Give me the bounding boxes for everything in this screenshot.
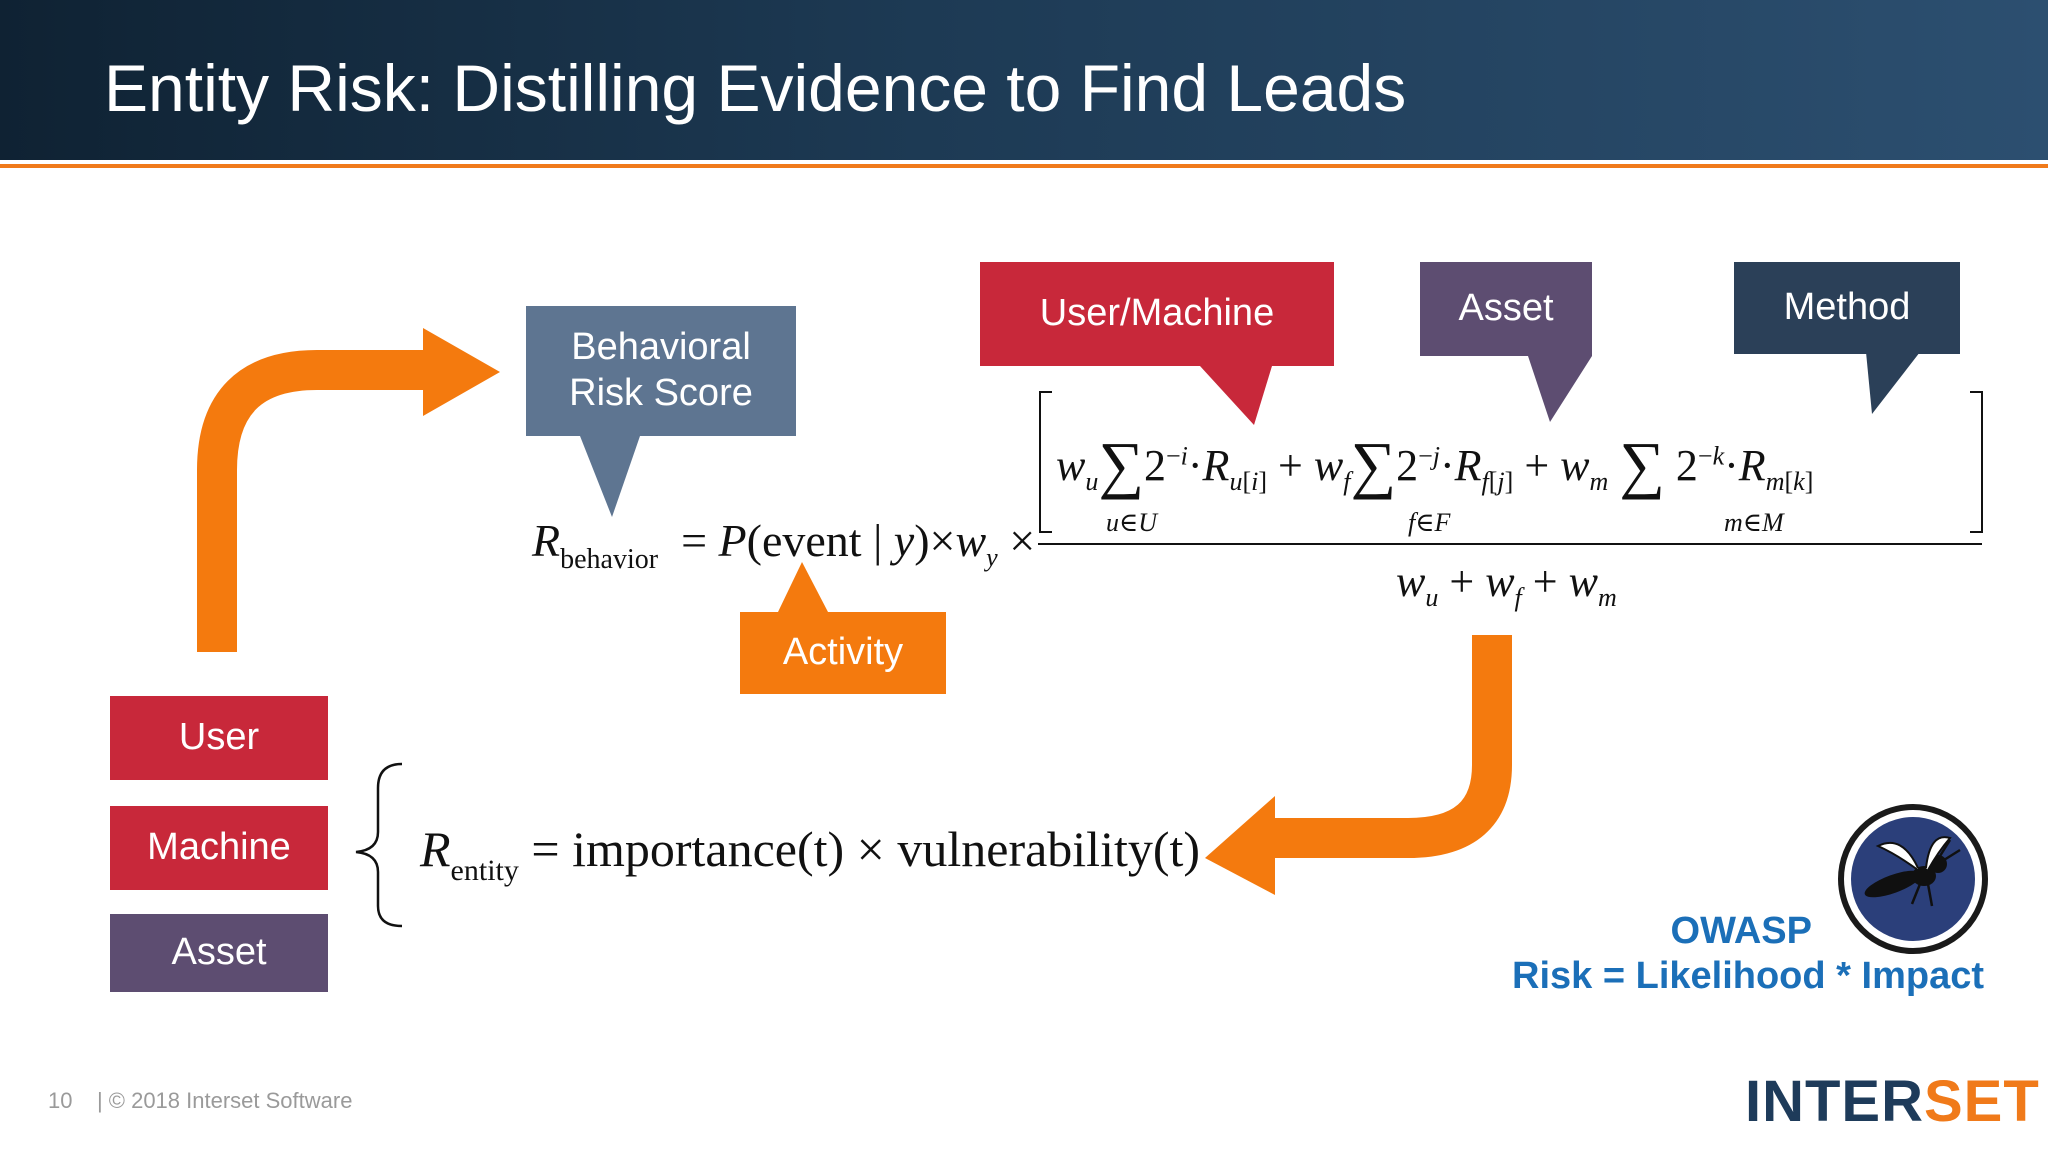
owasp-equation: Risk = Likelihood * Impact bbox=[1512, 955, 1984, 997]
behavior-formula-lhs: Rbehavior = P(event | y)×wy × bbox=[532, 515, 1036, 575]
title-bar: Entity Risk: Distilling Evidence to Find… bbox=[0, 0, 2048, 160]
entity-formula-sub: entity bbox=[450, 854, 519, 887]
owasp-wasp-logo-icon bbox=[1838, 804, 1988, 954]
entity-brace bbox=[355, 762, 403, 928]
arrow-down-left bbox=[1270, 635, 1512, 858]
owasp-name: OWASP bbox=[1670, 910, 1812, 952]
entity-formula-lhs: R bbox=[420, 821, 451, 877]
activity-callout-pointer bbox=[778, 562, 828, 612]
asset-callout-pointer bbox=[1528, 356, 1592, 422]
title-underline bbox=[0, 164, 2048, 168]
entity-formula-rhs: = importance(t) × vulnerability(t) bbox=[531, 821, 1201, 877]
footer: 10 | © 2018 Interset Software bbox=[48, 1088, 352, 1114]
sum-index-user: u∈U bbox=[1106, 508, 1158, 537]
entity-machine: Machine bbox=[110, 806, 328, 890]
interset-logo: INTERSET bbox=[1745, 1068, 2040, 1135]
page-number: 10 bbox=[48, 1088, 73, 1113]
entity-asset: Asset bbox=[110, 914, 328, 992]
arrow-up-right bbox=[197, 350, 430, 652]
behavioral-label-line2: Risk Score bbox=[569, 372, 753, 414]
user-machine-label: User/Machine bbox=[980, 262, 1334, 366]
sum-index-asset: f∈F bbox=[1408, 508, 1451, 537]
asset-label: Asset bbox=[1420, 262, 1592, 356]
method-label: Method bbox=[1734, 262, 1960, 354]
arrow-up-right-head bbox=[423, 328, 500, 416]
entity-formula: Rentity = importance(t) × vulnerability(… bbox=[420, 820, 1200, 888]
sum-index-method: m∈M bbox=[1724, 508, 1784, 537]
entity-user: User bbox=[110, 696, 328, 780]
copyright-text: | © 2018 Interset Software bbox=[96, 1088, 353, 1113]
brand-part1: INTER bbox=[1745, 1069, 1924, 1134]
arrow-down-left-head bbox=[1205, 796, 1275, 895]
behavioral-risk-score-label: Behavioral Risk Score bbox=[526, 306, 796, 436]
brand-part2: SET bbox=[1924, 1069, 2040, 1134]
user-machine-callout-pointer bbox=[1200, 366, 1272, 425]
slide-title: Entity Risk: Distilling Evidence to Find… bbox=[104, 51, 1407, 125]
right-square-bracket bbox=[1970, 391, 1983, 533]
activity-label: Activity bbox=[740, 612, 946, 694]
behavioral-callout-pointer bbox=[580, 436, 640, 517]
behavioral-label-line1: Behavioral bbox=[571, 326, 751, 369]
behavior-formula-denominator: wu + wf + wm bbox=[1396, 557, 1617, 612]
behavior-formula-numerator: wu∑2−i·Ru[i] + wf∑2−j·Rf[j] + wm ∑ 2−k·R… bbox=[1056, 429, 1814, 500]
left-square-bracket bbox=[1039, 391, 1052, 533]
method-callout-pointer bbox=[1866, 352, 1920, 414]
